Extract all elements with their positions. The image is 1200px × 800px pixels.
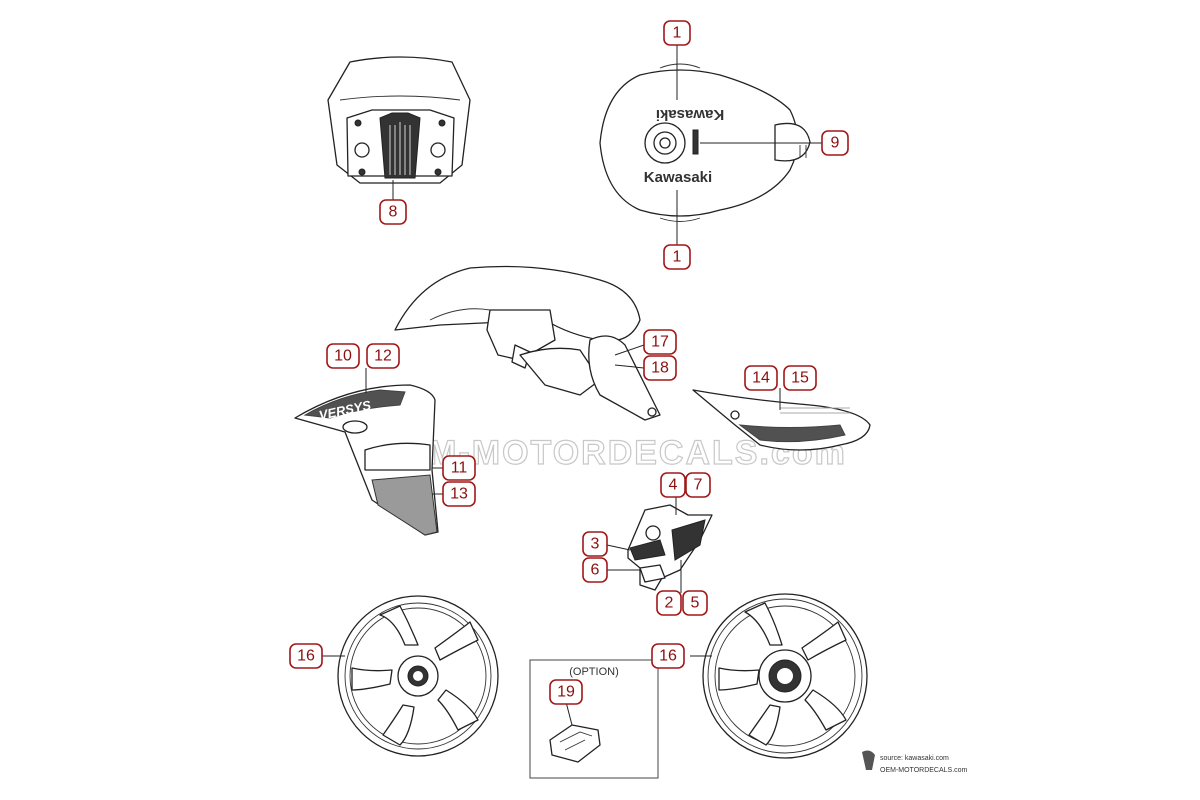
callout-13: 13 (442, 481, 476, 507)
callout-16-rear: 16 (651, 643, 685, 669)
callout-1-top: 1 (663, 20, 691, 46)
footer-brand: OEM-MOTORDECALS.com (880, 767, 968, 774)
callout-6: 6 (582, 557, 608, 583)
option-label: (OPTION) (569, 666, 619, 678)
svg-text:14: 14 (752, 370, 770, 387)
svg-text:7: 7 (694, 477, 703, 494)
callout-19: 19 (549, 679, 583, 705)
callout-11: 11 (442, 455, 476, 481)
svg-text:3: 3 (591, 536, 600, 553)
tank-logo-upside-down: Kawasaki (656, 106, 724, 123)
callout-15: 15 (783, 365, 817, 391)
fairing-panel-part: VERSYS (294, 384, 439, 536)
svg-text:5: 5 (691, 595, 700, 612)
svg-text:8: 8 (389, 204, 398, 221)
callout-3: 3 (582, 531, 608, 557)
rear-wheel-part (702, 593, 868, 759)
svg-text:16: 16 (297, 648, 315, 665)
svg-text:4: 4 (669, 477, 678, 494)
callout-10: 10 (326, 343, 360, 369)
callout-16-front: 16 (289, 643, 323, 669)
svg-text:10: 10 (334, 348, 352, 365)
svg-text:15: 15 (791, 370, 809, 387)
callout-12: 12 (366, 343, 400, 369)
tank-logo: Kawasaki (644, 169, 712, 186)
svg-text:9: 9 (831, 135, 840, 152)
fuel-tank-part: Kawasaki Kawasaki (599, 63, 811, 222)
callout-7: 7 (685, 472, 711, 498)
svg-text:6: 6 (591, 562, 600, 579)
svg-text:18: 18 (651, 360, 669, 377)
svg-text:1: 1 (673, 25, 682, 42)
svg-text:1: 1 (673, 249, 682, 266)
svg-text:16: 16 (659, 648, 677, 665)
option-box: (OPTION) (529, 659, 659, 779)
bracket-part (627, 504, 713, 591)
windscreen-part (327, 56, 471, 184)
svg-text:12: 12 (374, 348, 392, 365)
callout-1-bottom: 1 (663, 244, 691, 270)
svg-text:17: 17 (651, 334, 669, 351)
callout-2: 2 (656, 590, 682, 616)
callout-17: 17 (643, 329, 677, 355)
svg-text:19: 19 (557, 684, 575, 701)
callout-18: 18 (643, 355, 677, 381)
callout-8: 8 (379, 199, 407, 225)
source-credit: source: kawasaki.com OEM-MOTORDECALS.com (862, 750, 968, 774)
callout-14: 14 (744, 365, 778, 391)
callout-5: 5 (682, 590, 708, 616)
svg-text:11: 11 (451, 460, 468, 477)
side-cover-part (692, 389, 871, 451)
callout-9: 9 (821, 130, 849, 156)
svg-text:13: 13 (450, 486, 468, 503)
source-label: source: kawasaki.com (880, 755, 949, 762)
seat-cowl-part (394, 265, 661, 421)
front-wheel-part (337, 595, 499, 757)
callout-4: 4 (660, 472, 686, 498)
svg-text:2: 2 (665, 595, 674, 612)
